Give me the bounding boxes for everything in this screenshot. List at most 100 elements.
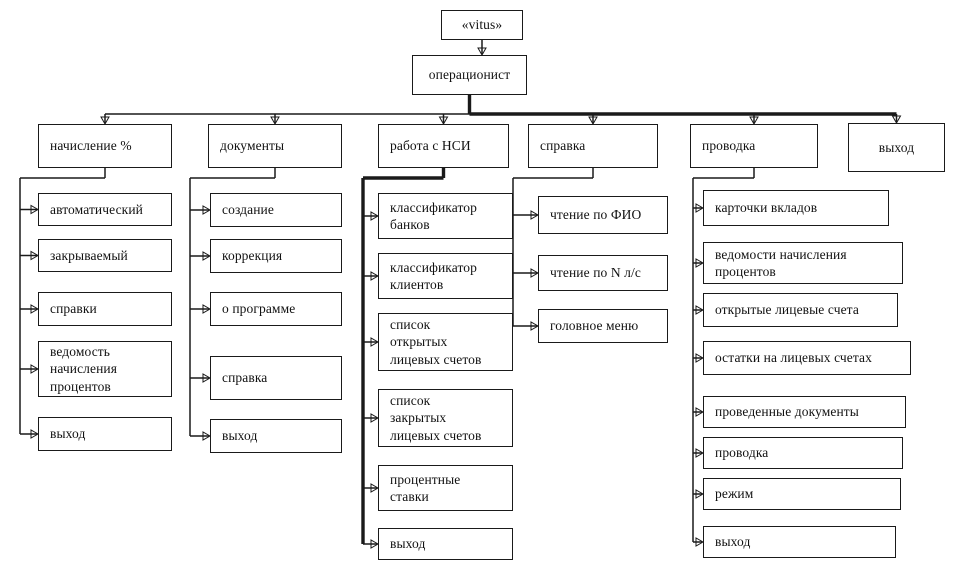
node-rabota-s-nsi-item-4[interactable]: процентные ставки bbox=[378, 465, 513, 511]
node-provodka-item-2-label: открытые лицевые счета bbox=[715, 302, 859, 318]
node-rabota-s-nsi-item-5[interactable]: выход bbox=[378, 528, 513, 560]
node-spravka-label: справка bbox=[540, 138, 586, 154]
arrowhead-right bbox=[530, 268, 540, 278]
node-provodka-item-3-label: остатки на лицевых счетах bbox=[715, 350, 872, 366]
node-dokumenty-item-1-label: коррекция bbox=[222, 248, 283, 264]
node-vyhod-label: выход bbox=[878, 139, 915, 155]
node-provodka-item-7[interactable]: выход bbox=[703, 526, 896, 558]
node-provodka-item-0[interactable]: карточки вкладов bbox=[703, 190, 889, 226]
arrowhead-down bbox=[477, 47, 487, 57]
arrowhead-right bbox=[30, 204, 40, 215]
arrowhead-down bbox=[891, 115, 902, 125]
arrowhead-right bbox=[695, 537, 705, 547]
arrowhead-right bbox=[370, 337, 380, 347]
arrowhead-down bbox=[588, 116, 598, 126]
arrowhead-right bbox=[202, 304, 212, 314]
node-dokumenty-item-3-label: справка bbox=[222, 370, 268, 386]
node-dokumenty-item-4[interactable]: выход bbox=[210, 419, 342, 453]
node-spravka-item-0[interactable]: чтение по ФИО bbox=[538, 196, 668, 234]
node-nachislenie-item-1[interactable]: закрываемый bbox=[38, 239, 172, 272]
arrowhead-right bbox=[695, 305, 705, 315]
node-provodka-item-4[interactable]: проведенные документы bbox=[703, 396, 906, 428]
node-rabota-s-nsi-item-4-label: процентные ставки bbox=[390, 471, 461, 504]
arrowhead-right bbox=[370, 211, 380, 221]
node-dokumenty[interactable]: документы bbox=[208, 124, 342, 168]
node-provodka-item-6[interactable]: режим bbox=[703, 478, 901, 510]
node-dokumenty-item-0-label: создание bbox=[222, 202, 274, 218]
arrowhead-right bbox=[370, 483, 380, 493]
arrowhead-right bbox=[370, 413, 380, 423]
node-nachislenie-label: начисление % bbox=[50, 138, 132, 154]
node-rabota-s-nsi-item-5-label: выход bbox=[390, 536, 426, 552]
root-node-vitus-label: «vitus» bbox=[461, 17, 503, 33]
node-provodka-item-5[interactable]: проводка bbox=[703, 437, 903, 469]
node-dokumenty-item-2-label: о программе bbox=[222, 301, 296, 317]
node-nachislenie-item-3[interactable]: ведомость начисления процентов bbox=[38, 341, 172, 397]
node-dokumenty-item-3[interactable]: справка bbox=[210, 356, 342, 400]
node-provodka[interactable]: проводка bbox=[690, 124, 818, 168]
node-nachislenie-item-2[interactable]: справки bbox=[38, 292, 172, 326]
node-nachislenie-item-0[interactable]: автоматический bbox=[38, 193, 172, 226]
node-dokumenty-item-4-label: выход bbox=[222, 428, 258, 444]
arrowhead-right bbox=[370, 271, 380, 281]
node-provodka-item-5-label: проводка bbox=[715, 445, 769, 461]
node-spravka-item-1[interactable]: чтение по N л/с bbox=[538, 255, 668, 291]
node-spravka-item-2-label: головное меню bbox=[550, 318, 639, 334]
node-spravka-item-0-label: чтение по ФИО bbox=[550, 207, 642, 223]
node-provodka-item-1[interactable]: ведомости начисления процентов bbox=[703, 242, 903, 284]
node-vyhod[interactable]: выход bbox=[848, 123, 945, 172]
arrowhead-right bbox=[30, 364, 40, 374]
arrowhead-right bbox=[695, 489, 705, 499]
node-dokumenty-item-1[interactable]: коррекция bbox=[210, 239, 342, 273]
node-spravka-item-2[interactable]: головное меню bbox=[538, 309, 668, 343]
node-rabota-s-nsi-item-0[interactable]: классификатор банков bbox=[378, 193, 513, 239]
arrowhead-right bbox=[202, 205, 212, 215]
node-provodka-item-3[interactable]: остатки на лицевых счетах bbox=[703, 341, 911, 375]
node-rabota-s-nsi-item-1-label: классификатор клиентов bbox=[390, 259, 477, 292]
node-provodka-label: проводка bbox=[702, 138, 756, 154]
node-dokumenty-item-2[interactable]: о программе bbox=[210, 292, 342, 326]
arrowhead-right bbox=[695, 353, 705, 363]
arrowhead-right bbox=[202, 431, 212, 441]
arrowhead-right bbox=[530, 210, 540, 220]
root-node-vitus[interactable]: «vitus» bbox=[441, 10, 523, 40]
arrowhead-right bbox=[370, 539, 380, 549]
node-dokumenty-label: документы bbox=[220, 138, 285, 154]
node-nachislenie-item-1-label: закрываемый bbox=[50, 247, 128, 263]
node-rabota-s-nsi-label: работа с НСИ bbox=[390, 138, 471, 154]
arrowhead-down bbox=[438, 116, 449, 126]
node-nachislenie-item-0-label: автоматический bbox=[50, 201, 143, 217]
node-provodka-item-0-label: карточки вкладов bbox=[715, 200, 818, 216]
node-rabota-s-nsi-item-2-label: список открытых лицевых счетов bbox=[390, 317, 482, 367]
node-rabota-s-nsi[interactable]: работа с НСИ bbox=[378, 124, 509, 168]
node-nachislenie-item-4[interactable]: выход bbox=[38, 417, 172, 451]
node-rabota-s-nsi-item-2[interactable]: список открытых лицевых счетов bbox=[378, 313, 513, 371]
arrowhead-right bbox=[695, 448, 705, 458]
arrowhead-down bbox=[270, 116, 280, 126]
node-rabota-s-nsi-item-0-label: классификатор банков bbox=[390, 199, 477, 232]
arrowhead-right bbox=[695, 407, 705, 417]
arrowhead-right bbox=[695, 203, 705, 213]
node-nachislenie-item-4-label: выход bbox=[50, 426, 86, 442]
node-rabota-s-nsi-item-1[interactable]: классификатор клиентов bbox=[378, 253, 513, 299]
node-provodka-item-4-label: проведенные документы bbox=[715, 404, 859, 420]
node-operationist[interactable]: операционист bbox=[412, 55, 527, 95]
node-provodka-item-7-label: выход bbox=[715, 534, 751, 550]
arrowhead-right bbox=[30, 429, 40, 439]
node-rabota-s-nsi-item-3-label: список закрытых лицевых счетов bbox=[390, 393, 482, 443]
node-spravka-item-1-label: чтение по N л/с bbox=[550, 265, 641, 281]
arrowhead-down bbox=[749, 116, 759, 126]
node-dokumenty-item-0[interactable]: создание bbox=[210, 193, 342, 227]
node-provodka-item-6-label: режим bbox=[715, 486, 754, 502]
node-nachislenie-item-2-label: справки bbox=[50, 301, 97, 317]
arrowhead-right bbox=[695, 258, 705, 268]
arrowhead-right bbox=[530, 321, 540, 331]
node-nachislenie[interactable]: начисление % bbox=[38, 124, 172, 168]
node-nachislenie-item-3-label: ведомость начисления процентов bbox=[50, 344, 118, 394]
node-operationist-label: операционист bbox=[428, 67, 511, 83]
node-provodka-item-2[interactable]: открытые лицевые счета bbox=[703, 293, 898, 327]
node-rabota-s-nsi-item-3[interactable]: список закрытых лицевых счетов bbox=[378, 389, 513, 447]
node-spravka[interactable]: справка bbox=[528, 124, 658, 168]
arrowhead-right bbox=[202, 373, 212, 383]
